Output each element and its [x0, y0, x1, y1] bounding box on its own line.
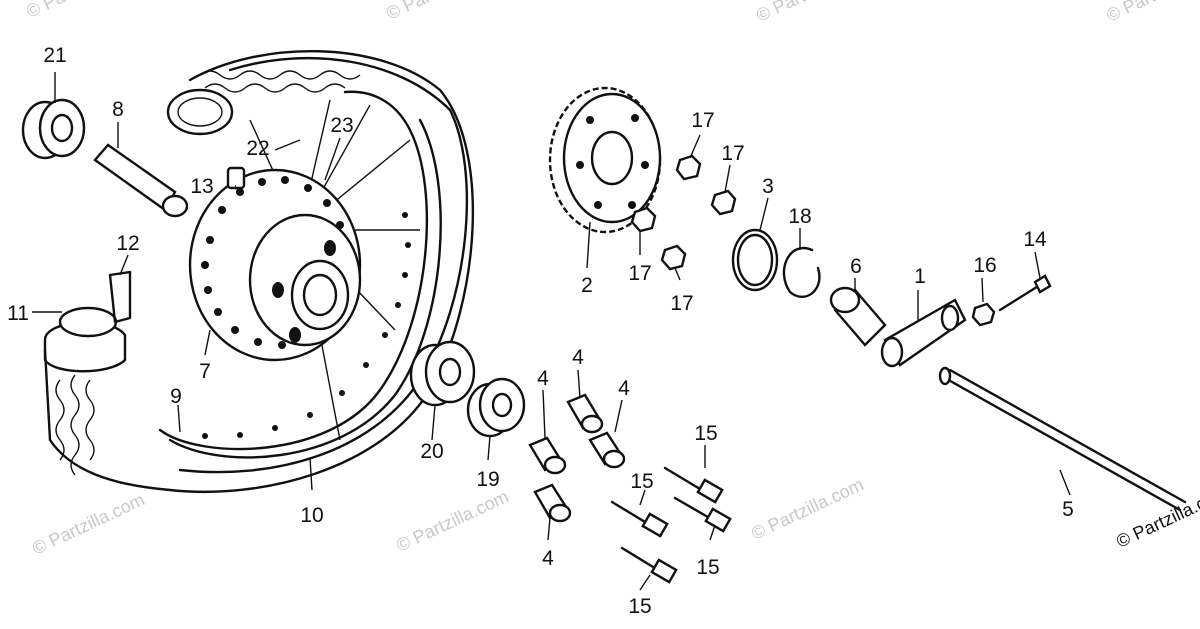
watermark: © Partzilla.com	[29, 489, 147, 558]
callout-3: 3	[762, 175, 774, 198]
nut-16	[971, 302, 996, 327]
callout-21: 21	[43, 44, 66, 67]
bearing-21	[21, 98, 86, 160]
axle	[938, 366, 1187, 512]
callout-6: 6	[850, 255, 862, 278]
tire-section-top	[166, 88, 234, 136]
callout-19: 19	[476, 468, 499, 491]
tube-section	[58, 306, 118, 338]
collar	[829, 286, 887, 347]
rim	[158, 90, 429, 451]
callout-8: 8	[112, 98, 124, 121]
hub-spacer	[93, 143, 189, 218]
watermark: © Partzilla.com	[383, 0, 501, 24]
callout-18: 18	[788, 205, 811, 228]
callout-15-d: 15	[628, 595, 651, 618]
nuts-17	[630, 154, 737, 271]
callout-13: 13	[190, 175, 213, 198]
snap-ring	[782, 246, 821, 298]
valve-cap	[226, 166, 246, 190]
watermark: © Partzilla.com	[1113, 482, 1200, 551]
watermark: © Partzilla.com	[393, 486, 511, 555]
rim-band	[108, 270, 132, 324]
circlip	[731, 228, 779, 292]
leader-lines	[32, 72, 1071, 591]
watermark: © Partzilla.com	[23, 0, 141, 22]
sprocket	[548, 86, 662, 234]
wheel-assembly	[43, 49, 474, 494]
callout-11: 11	[7, 302, 29, 325]
callout-15-b: 15	[630, 470, 653, 493]
callout-labels: 21 8 12 11 13 22 23 7 9 10 2 17 17 17 17…	[7, 44, 1074, 618]
oil-seal-19	[466, 377, 526, 438]
chain-adjuster	[880, 298, 967, 368]
callout-17-c: 17	[628, 262, 651, 285]
bearing-20	[409, 340, 476, 407]
watermark: © Partzilla.com	[1103, 0, 1200, 26]
callout-14: 14	[1023, 228, 1047, 251]
watermark: © Partzilla.com	[748, 474, 866, 543]
callout-4-b: 4	[537, 367, 549, 390]
callout-23: 23	[330, 114, 353, 137]
callout-17-d: 17	[670, 292, 693, 315]
callout-5: 5	[1062, 498, 1074, 521]
watermark: © Partzilla.com	[753, 0, 871, 26]
callout-22: 22	[246, 137, 269, 160]
callout-1: 1	[914, 265, 926, 288]
callout-9: 9	[170, 385, 182, 408]
callout-2: 2	[581, 274, 593, 297]
callout-16: 16	[973, 254, 996, 277]
bolt-14	[998, 274, 1052, 312]
callout-15-a: 15	[694, 422, 717, 445]
callout-20: 20	[420, 440, 443, 463]
callout-10: 10	[300, 504, 323, 527]
callout-4-c: 4	[618, 377, 630, 400]
callout-12: 12	[116, 232, 139, 255]
callout-4-d: 4	[542, 547, 554, 570]
callout-15-c: 15	[696, 556, 719, 579]
callout-7: 7	[199, 360, 211, 383]
callout-17-a: 17	[691, 109, 714, 132]
dampers-4	[528, 393, 626, 523]
callout-17-b: 17	[721, 142, 744, 165]
callout-4-a: 4	[572, 346, 584, 369]
